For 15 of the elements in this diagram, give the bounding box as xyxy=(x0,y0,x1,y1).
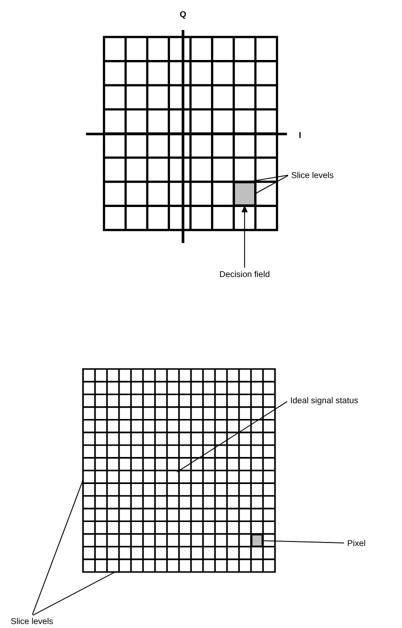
axis-label: I xyxy=(299,132,301,138)
callout-text: Slice levels xyxy=(11,618,53,624)
leader-line xyxy=(176,401,288,472)
axis-label: Q xyxy=(180,11,186,19)
leader-line xyxy=(262,540,344,544)
callout-text: Ideal signal status xyxy=(290,397,358,405)
leader-line xyxy=(244,174,288,183)
callout-text: Slice levels xyxy=(292,172,334,178)
leader-line xyxy=(32,480,84,616)
callout-text: Decision field xyxy=(220,270,270,278)
shaded-cell xyxy=(234,182,255,206)
callout-text: Pixel xyxy=(348,540,366,546)
leader-line xyxy=(32,572,116,616)
shaded-cell xyxy=(252,534,262,546)
leader-line xyxy=(254,175,289,194)
